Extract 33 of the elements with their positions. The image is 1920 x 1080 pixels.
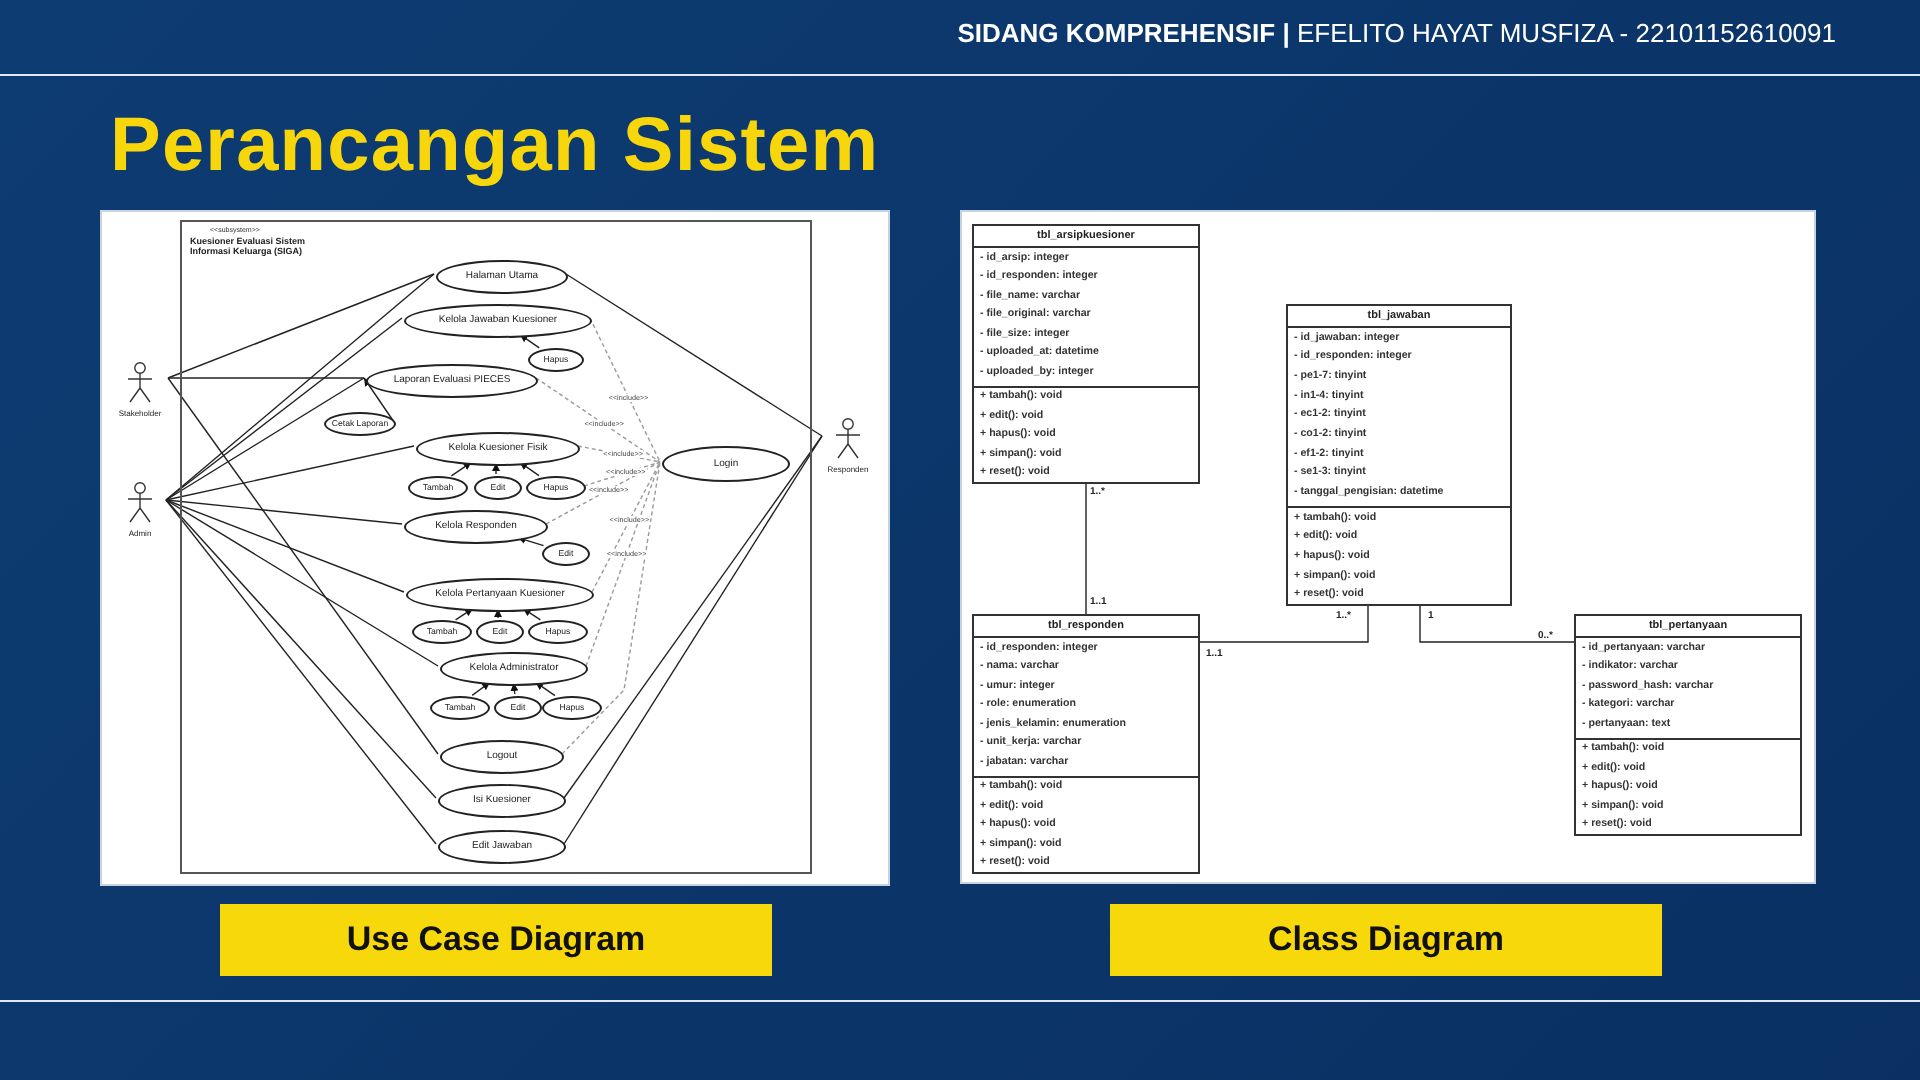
system-boundary	[180, 220, 812, 874]
connector-line	[165, 317, 403, 501]
dashed-line	[535, 377, 661, 463]
dashed-line	[591, 461, 661, 593]
connector-line	[165, 377, 365, 501]
arrow	[510, 682, 519, 695]
connector-line	[165, 499, 403, 525]
class-box	[972, 614, 1200, 874]
dashed-line	[545, 461, 661, 525]
arrow	[363, 377, 395, 423]
class-box	[1574, 614, 1802, 836]
slide-title: Perancangan Sistem	[110, 104, 880, 190]
connector-line	[167, 273, 435, 379]
class-box	[972, 224, 1200, 484]
arrow	[450, 461, 473, 477]
connector-line	[1085, 483, 1087, 615]
arrow	[494, 608, 502, 619]
dashed-line	[583, 461, 661, 487]
connector-line	[165, 445, 415, 501]
connector-line	[165, 499, 439, 667]
connector-line	[165, 273, 435, 501]
header-text: SIDANG KOMPREHENSIF | EFELITO HAYAT MUSFIZA - 22101152610091	[957, 18, 1836, 48]
connector-line	[1199, 605, 1369, 643]
class-box	[1286, 304, 1512, 606]
caption-banner: Class Diagram	[1110, 904, 1662, 976]
arrow	[492, 462, 500, 475]
connector-line	[167, 377, 439, 755]
connector-line	[167, 377, 365, 379]
connector-line	[1419, 605, 1575, 643]
connector-line	[565, 273, 823, 437]
connector-line	[165, 499, 405, 593]
dashed-line	[561, 461, 661, 755]
caption-banner: Use Case Diagram	[220, 904, 772, 976]
